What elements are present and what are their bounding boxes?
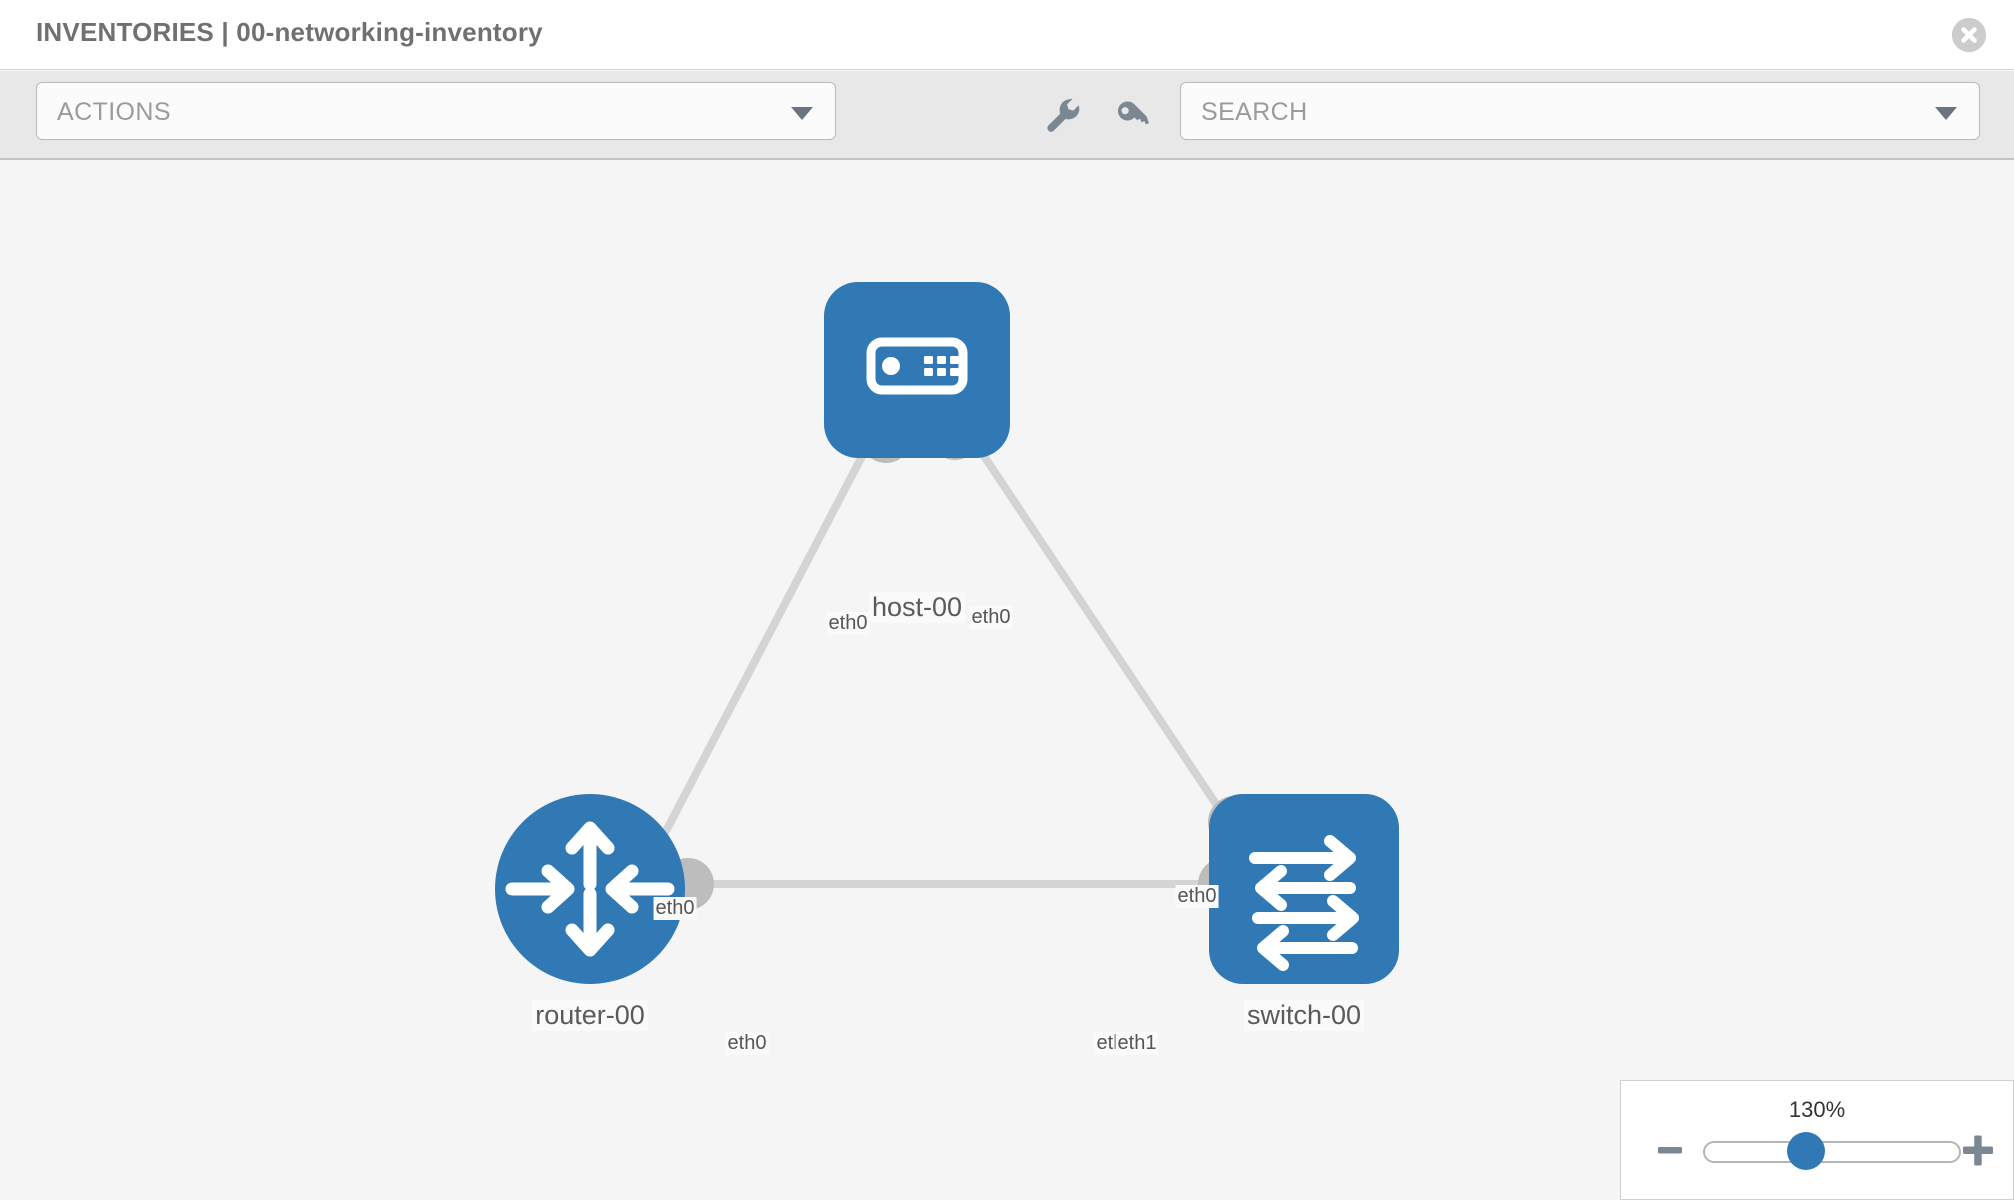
minus-icon[interactable]	[1653, 1133, 1687, 1167]
edge-host-router	[651, 420, 884, 854]
page-title: INVENTORIES | 00-networking-inventory	[36, 17, 543, 47]
server-appliance-icon-details	[882, 356, 959, 376]
node-router-00	[495, 794, 685, 984]
iface-label: eth0	[969, 606, 1013, 629]
topology-edges	[651, 417, 1240, 888]
router-arrows-icon	[505, 821, 675, 957]
iface-label: eth0	[1175, 885, 1219, 908]
topology-canvas[interactable]: eth0 eth0 eth0 eth0 eth0 eth0 eth1 host-…	[0, 162, 2014, 1200]
actions-dropdown-label: ACTIONS	[57, 98, 171, 126]
iface-label: eth0	[725, 1032, 769, 1055]
zoom-slider[interactable]	[1703, 1141, 1961, 1163]
search-placeholder: SEARCH	[1201, 98, 1308, 126]
node-label-router-00: router-00	[532, 1000, 648, 1031]
close-icon[interactable]	[1952, 18, 1986, 52]
zoom-level-value: 130%	[1788, 1097, 1846, 1122]
chevron-down-icon	[1935, 107, 1957, 120]
key-icon[interactable]	[1110, 92, 1156, 138]
actions-dropdown[interactable]: ACTIONS	[36, 82, 836, 140]
plus-icon[interactable]	[1961, 1133, 1995, 1167]
node-host-00	[824, 282, 1010, 458]
node-label-switch-00: switch-00	[1243, 1000, 1365, 1031]
node-label-host-00: host-00	[868, 592, 966, 623]
wrench-icon[interactable]	[1040, 92, 1086, 138]
switch-arrows-icon	[1249, 835, 1359, 971]
zoom-slider-thumb[interactable]	[1787, 1132, 1825, 1170]
chevron-down-icon	[791, 107, 813, 120]
iface-label: eth1	[1115, 1032, 1159, 1055]
page-header: INVENTORIES | 00-networking-inventory	[0, 0, 2014, 70]
edge-host-switch	[956, 417, 1240, 837]
topology-graph	[495, 282, 1399, 984]
iface-label: eth0	[826, 612, 870, 635]
zoom-control-panel: 130%	[1620, 1080, 2014, 1200]
node-switch-00	[1209, 794, 1399, 984]
search-input[interactable]: SEARCH	[1180, 82, 1980, 140]
iface-label: eth0	[653, 897, 697, 920]
server-appliance-icon	[866, 337, 968, 395]
